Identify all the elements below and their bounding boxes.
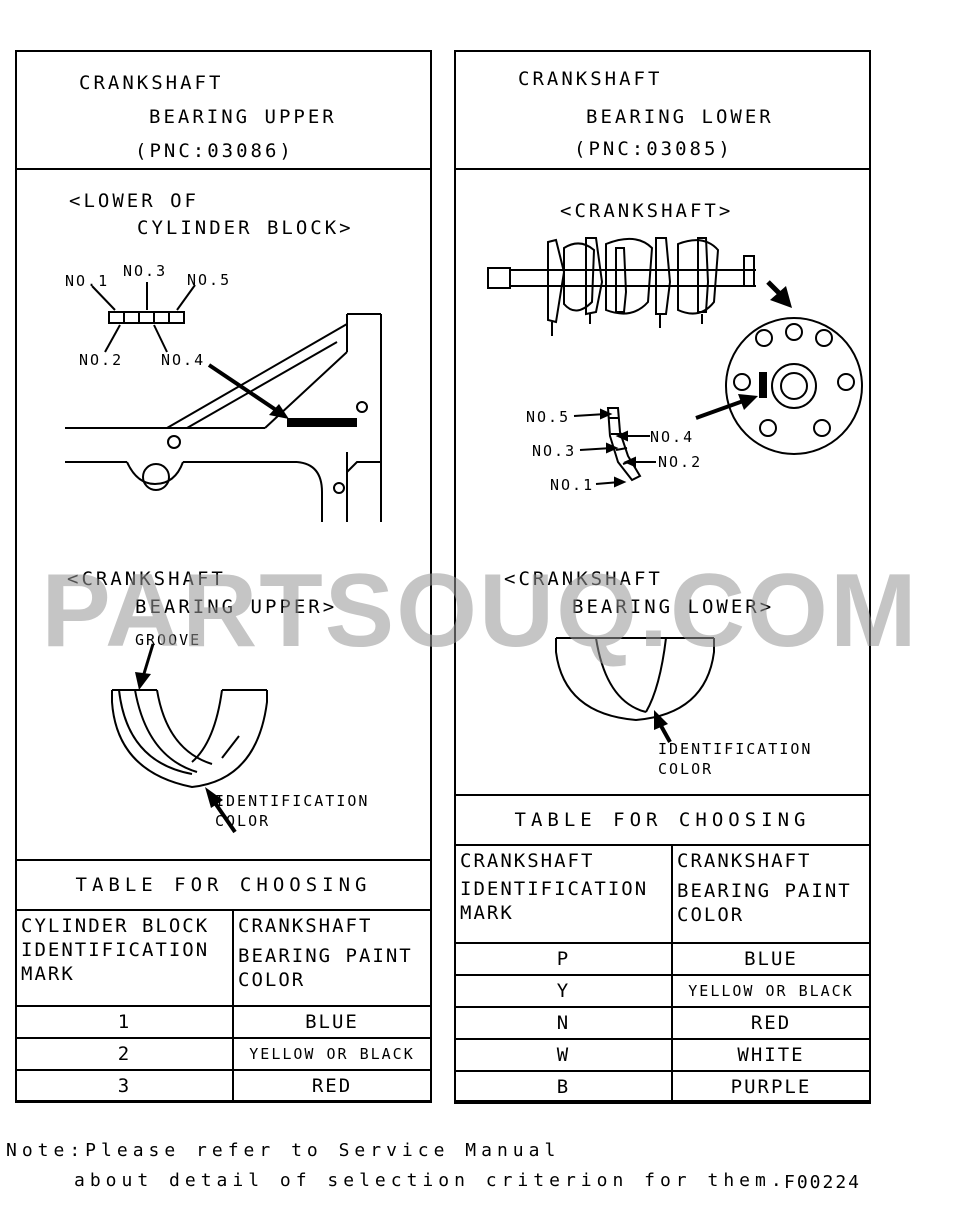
upper-bearing-panel: CRANKSHAFT BEARING UPPER (PNC:03086) <LO… bbox=[15, 50, 432, 1103]
table-row-color: YELLOW OR BLACK bbox=[232, 1037, 432, 1071]
note-line1: Note:Please refer to Service Manual bbox=[6, 1140, 561, 1161]
cylinder-block-drawing bbox=[65, 282, 382, 522]
table-row-mark: W bbox=[454, 1038, 673, 1072]
position-no1-label: NO.1 bbox=[65, 272, 110, 290]
table-row-color: PURPLE bbox=[671, 1070, 871, 1104]
lower-no5-label: NO.5 bbox=[526, 408, 571, 426]
lower-table-col2-header: CRANKSHAFT BEARING PAINT COLOR bbox=[671, 844, 871, 944]
upper-table-col1-header: CYLINDER BLOCK IDENTIFICATION MARK bbox=[15, 909, 234, 1007]
lower-col2-line3: COLOR bbox=[677, 903, 745, 926]
upper-bearing-shell-drawing bbox=[111, 643, 268, 834]
lower-bearing-label-line1: <CRANKSHAFT bbox=[504, 568, 663, 590]
upper-col1-line1: CYLINDER BLOCK bbox=[21, 915, 210, 937]
lower-pnc: (PNC:03085) bbox=[574, 138, 733, 160]
lower-col1-line1: CRANKSHAFT bbox=[460, 850, 595, 872]
lower-no1-label: NO.1 bbox=[550, 476, 595, 494]
lower-col1-line3: MARK bbox=[460, 901, 514, 924]
table-row-color: BLUE bbox=[232, 1005, 432, 1039]
table-row-mark: 1 bbox=[15, 1005, 234, 1039]
table-row-mark: Y bbox=[454, 974, 673, 1008]
upper-col1-line2: IDENTIFICATION bbox=[21, 938, 210, 961]
upper-choosing-table: TABLE FOR CHOOSING CYLINDER BLOCK IDENTI… bbox=[15, 859, 432, 1103]
block-label-line1: <LOWER OF bbox=[69, 190, 199, 212]
upper-bearing-label-line2: BEARING UPPER> bbox=[135, 596, 338, 618]
upper-title-line2: BEARING UPPER bbox=[149, 106, 337, 128]
table-row-color: BLUE bbox=[671, 942, 871, 976]
lower-title-line2: BEARING LOWER bbox=[586, 106, 774, 128]
crankshaft-label: <CRANKSHAFT> bbox=[560, 200, 734, 222]
upper-table-title: TABLE FOR CHOOSING bbox=[15, 859, 432, 911]
upper-col2-line2: BEARING PAINT bbox=[238, 944, 413, 967]
lower-ident-color-line2: COLOR bbox=[658, 760, 714, 778]
lower-col2-line1: CRANKSHAFT bbox=[677, 850, 812, 872]
lower-no2-label: NO.2 bbox=[658, 453, 703, 471]
lower-ident-color-line1: IDENTIFICATION bbox=[658, 740, 813, 758]
table-row-mark: N bbox=[454, 1006, 673, 1040]
table-row-mark: B bbox=[454, 1070, 673, 1104]
lower-table-title: TABLE FOR CHOOSING bbox=[454, 794, 871, 846]
upper-table-col2-header: CRANKSHAFT BEARING PAINT COLOR bbox=[232, 909, 432, 1007]
upper-title-line1: CRANKSHAFT bbox=[79, 72, 224, 94]
lower-table-col1-header: CRANKSHAFT IDENTIFICATION MARK bbox=[454, 844, 673, 944]
table-row-color: RED bbox=[671, 1006, 871, 1040]
position-no2-label: NO.2 bbox=[79, 351, 124, 369]
upper-header bbox=[17, 52, 430, 170]
upper-col2-line1: CRANKSHAFT bbox=[238, 915, 373, 937]
table-row-mark: 3 bbox=[15, 1069, 234, 1103]
table-row-color: WHITE bbox=[671, 1038, 871, 1072]
groove-label: GROOVE bbox=[135, 631, 202, 649]
upper-pnc: (PNC:03086) bbox=[135, 140, 294, 162]
crankshaft-drawing bbox=[487, 237, 863, 488]
table-row-mark: 2 bbox=[15, 1037, 234, 1071]
lower-bearing-shell-drawing bbox=[555, 637, 715, 743]
lower-header bbox=[456, 52, 869, 170]
position-no3-label: NO.3 bbox=[123, 262, 168, 280]
upper-ident-color-line2: COLOR bbox=[215, 812, 271, 830]
position-no5-label: NO.5 bbox=[187, 271, 232, 289]
table-row-mark: P bbox=[454, 942, 673, 976]
upper-col1-line3: MARK bbox=[21, 962, 75, 985]
table-row-color: YELLOW OR BLACK bbox=[671, 974, 871, 1008]
upper-bearing-label-line1: <CRANKSHAFT bbox=[67, 568, 226, 590]
lower-no3-label: NO.3 bbox=[532, 442, 577, 460]
position-no4-label: NO.4 bbox=[161, 351, 206, 369]
upper-ident-color-line1: IDENTIFICATION bbox=[215, 792, 370, 810]
lower-choosing-table: TABLE FOR CHOOSING CRANKSHAFT IDENTIFICA… bbox=[454, 794, 871, 1104]
lower-bearing-label-line2: BEARING LOWER> bbox=[572, 596, 775, 618]
lower-bearing-panel: CRANKSHAFT BEARING LOWER (PNC:03085) <CR… bbox=[454, 50, 871, 1104]
block-label-line2: CYLINDER BLOCK> bbox=[137, 217, 354, 239]
lower-no4-label: NO.4 bbox=[650, 428, 695, 446]
lower-title-line1: CRANKSHAFT bbox=[518, 68, 663, 90]
upper-col2-line3: COLOR bbox=[238, 968, 306, 991]
figure-code: F00224 bbox=[784, 1172, 862, 1193]
table-row-color: RED bbox=[232, 1069, 432, 1103]
lower-col1-line2: IDENTIFICATION bbox=[460, 877, 649, 900]
note-line2: about detail of selection criterion for … bbox=[74, 1170, 787, 1191]
lower-col2-line2: BEARING PAINT bbox=[677, 879, 852, 902]
